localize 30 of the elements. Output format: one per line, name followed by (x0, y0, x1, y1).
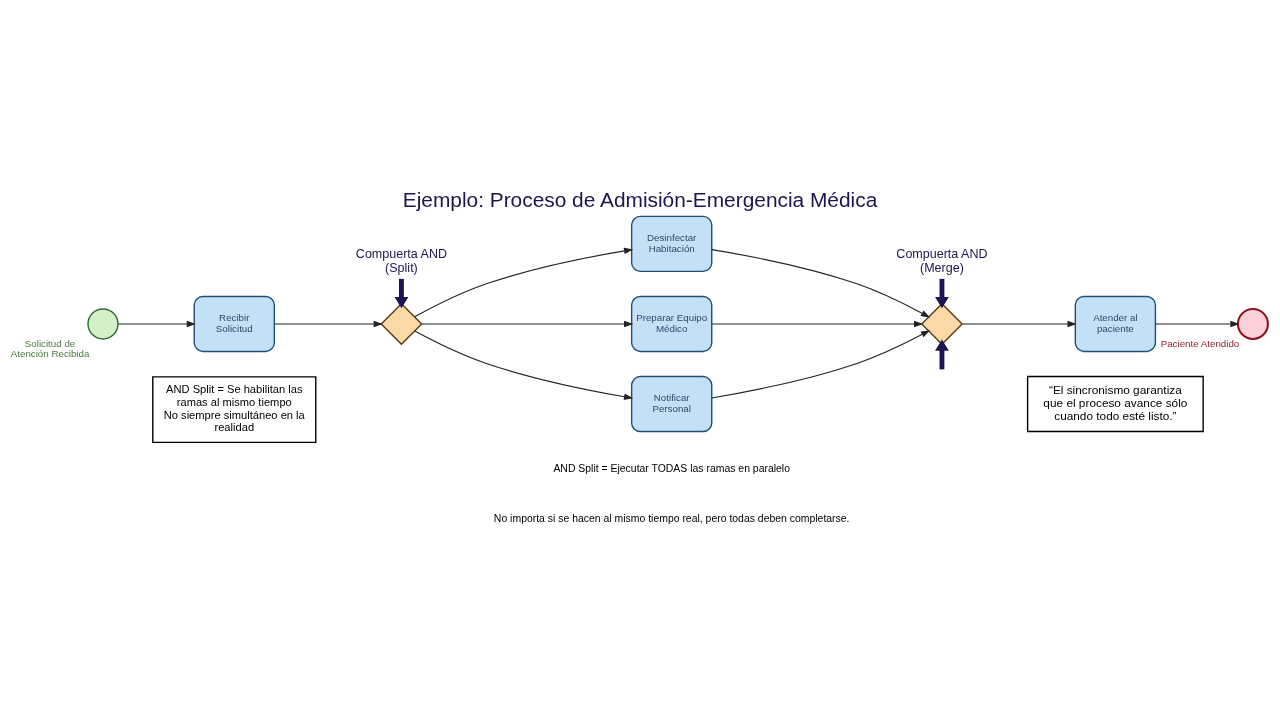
arrow (273, 320, 383, 328)
node-diamond (380, 302, 423, 346)
node-box: Atender al paciente (1074, 295, 1157, 353)
arrow (117, 320, 196, 328)
node-circle (1236, 307, 1269, 340)
node-box: Desinfectar Habitación (630, 215, 713, 273)
arrow (935, 339, 949, 370)
arrow (414, 330, 634, 400)
node-box: Recibir Solicitud (193, 295, 276, 353)
label: No importa si se hacen al mismo tiempo real, pero todas deben completarse. (493, 513, 850, 525)
arrow (394, 278, 409, 309)
node-box: Notificar Personal (630, 375, 713, 433)
node-text: Compuerta AND (Split) (355, 247, 448, 275)
arrow (414, 247, 634, 318)
arrow (421, 320, 634, 328)
arrow (711, 330, 931, 399)
label: AND Split = Ejecutar TODAS las ramas en paralelo (553, 462, 790, 474)
node-text: Compuerta AND (Merge) (896, 247, 988, 275)
arrow (711, 249, 931, 318)
node-label: Paciente Atendido (1160, 337, 1240, 349)
node-box: Preparar Equipo Médico (630, 295, 713, 353)
node-box: AND Split = Se habilitan las ramas al mismo tiempo No siempre simultáneo en la realidad (152, 376, 317, 444)
node-box: “El sincronismo garantiza que el proceso avance sólo cuando todo esté listo.” (1026, 375, 1204, 433)
arrow (1154, 320, 1240, 328)
node-circle (87, 308, 119, 340)
diagram-title: Ejemplo: Proceso de Admisión-Emergencia Médica (402, 188, 878, 212)
arrow (935, 278, 949, 309)
node-label: Solicitud de Atención Recibida (10, 337, 90, 360)
arrow (711, 320, 924, 328)
arrow (961, 320, 1077, 328)
